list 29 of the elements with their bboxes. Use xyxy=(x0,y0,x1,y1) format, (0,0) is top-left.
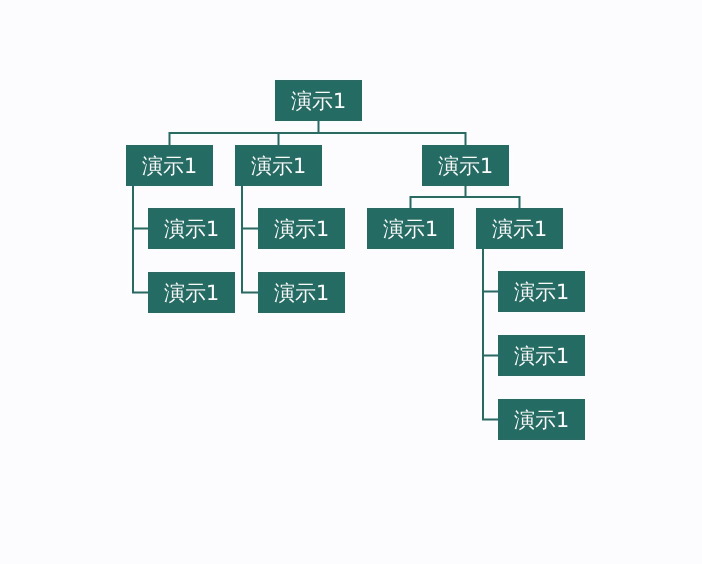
box-label: 演示1 xyxy=(274,280,330,306)
org-box xyxy=(498,399,585,440)
connector-line xyxy=(132,186,148,294)
box-label: 演示1 xyxy=(142,152,198,180)
org-box xyxy=(476,208,563,249)
org-box xyxy=(126,145,213,186)
connector-line xyxy=(482,249,498,420)
org-box xyxy=(275,80,362,121)
connector-line xyxy=(464,186,520,208)
box-label: 演示1 xyxy=(438,152,494,180)
org-box xyxy=(258,208,345,249)
box-label: 演示1 xyxy=(250,152,306,180)
org-box xyxy=(498,271,585,312)
box-label: 演示1 xyxy=(382,216,438,242)
org-box xyxy=(148,208,235,249)
org-box xyxy=(422,145,509,186)
box-label: 演示1 xyxy=(492,216,548,242)
box-label: 演示1 xyxy=(514,342,570,370)
box-label: 演示1 xyxy=(274,216,330,242)
box-label: 演示1 xyxy=(514,406,570,434)
org-box xyxy=(498,335,585,376)
box-label: 演示1 xyxy=(164,280,220,306)
org-box xyxy=(148,272,235,313)
box-label: 演示1 xyxy=(514,278,570,306)
org-box xyxy=(367,208,454,249)
box-label: 演示1 xyxy=(290,88,346,114)
box-label: 演示1 xyxy=(164,216,220,242)
org-box xyxy=(235,145,322,186)
org-box xyxy=(258,272,345,313)
